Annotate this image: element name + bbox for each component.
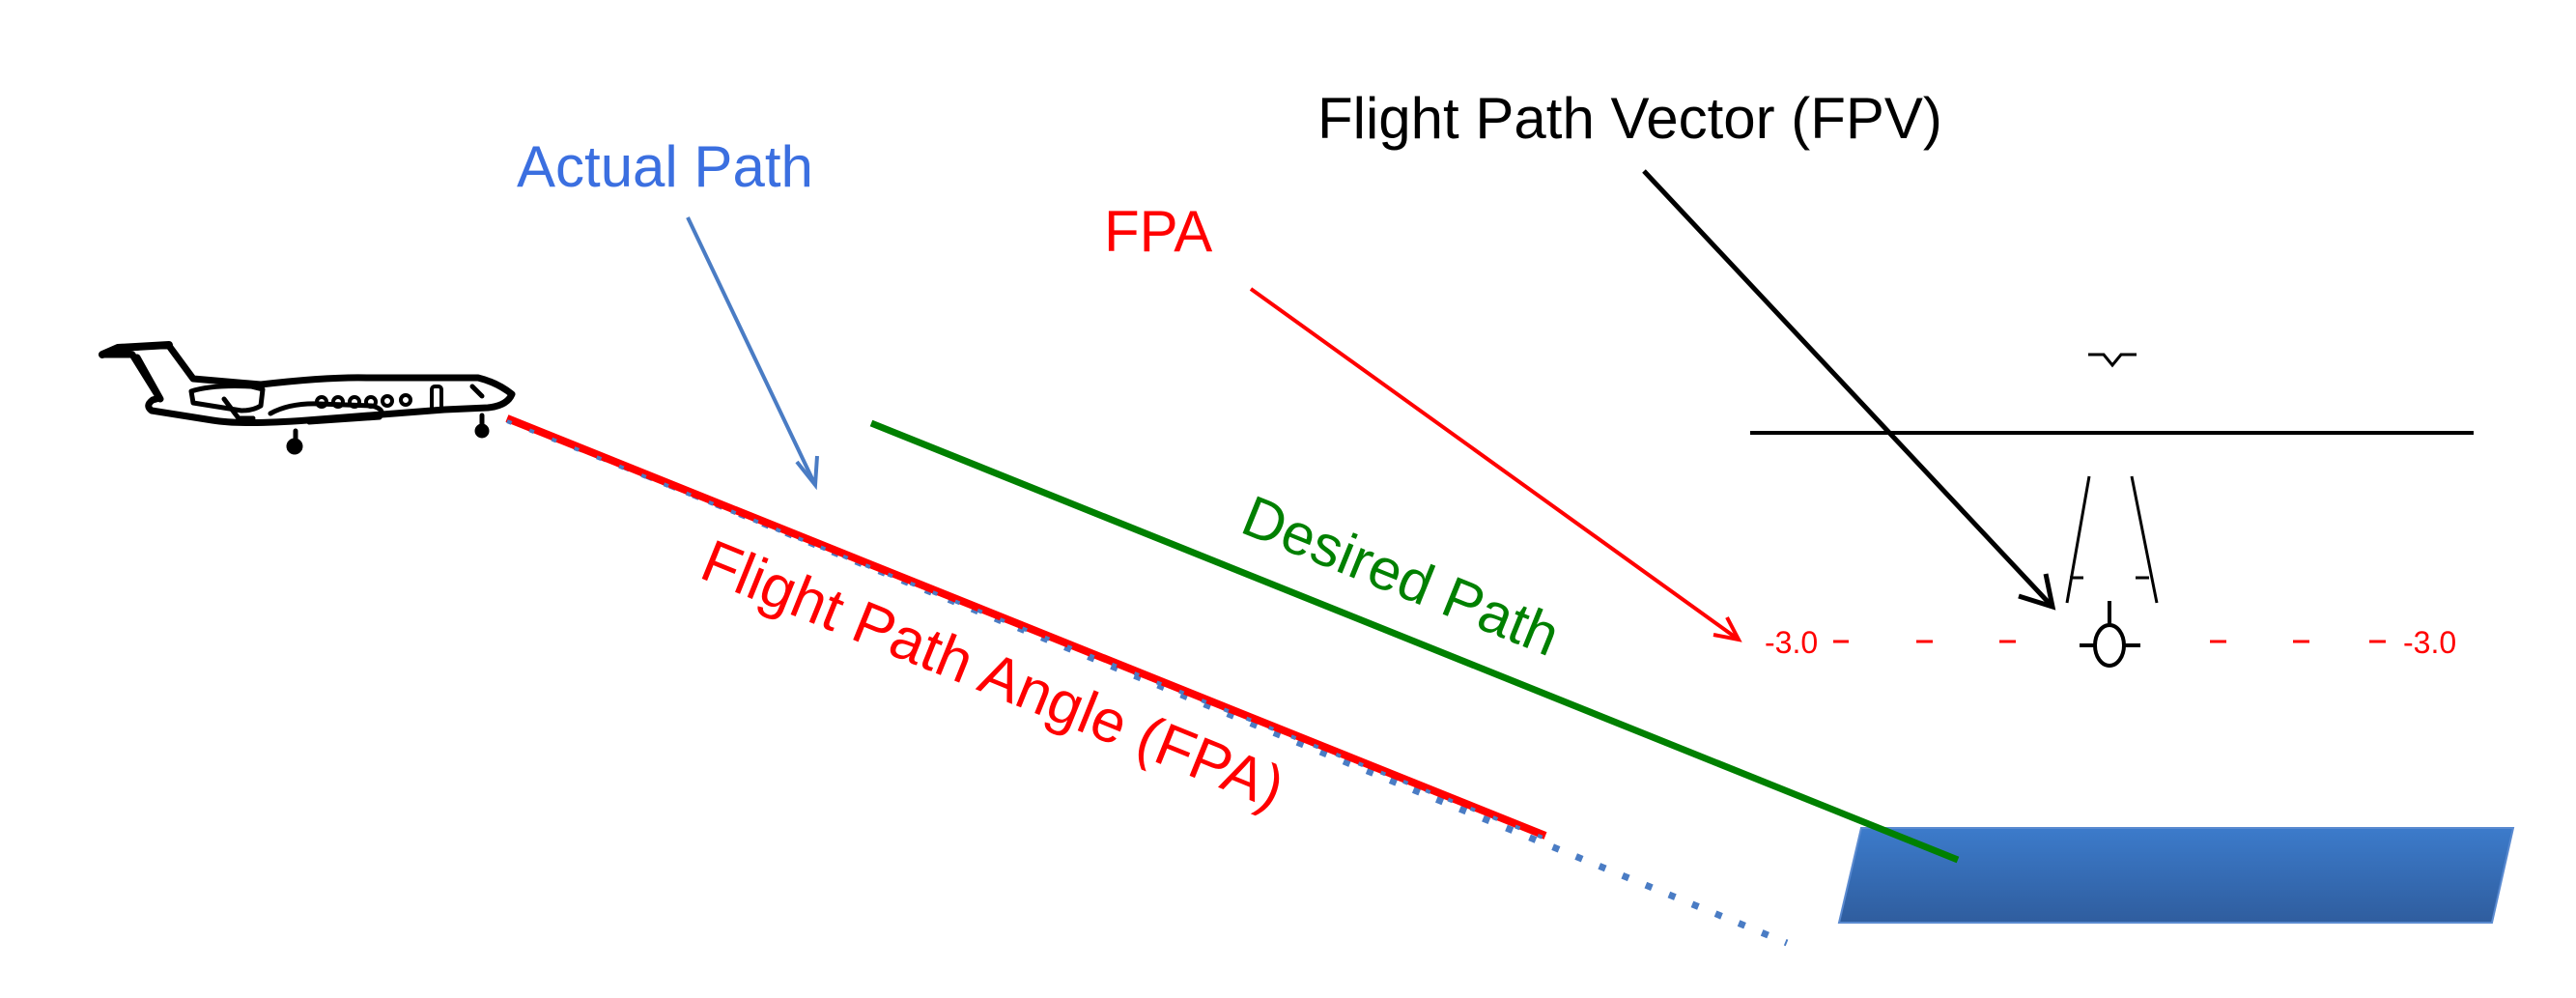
hud-symbology [1750, 353, 2474, 668]
pitch-label-left: -3.0 [1765, 625, 1818, 660]
fpa-label: FPA [1104, 199, 1212, 264]
flight-path-vector-symbol [2080, 601, 2140, 668]
fpv-label: Flight Path Vector (FPV) [1317, 86, 1942, 151]
flight-path-angle-label: Flight Path Angle (FPA) [693, 528, 1293, 822]
pitch-label-right: -3.0 [2403, 625, 2456, 660]
fpa-pointer-arrow [1249, 287, 1742, 642]
actual-path-overlay-dots [506, 419, 1546, 841]
runway-edge-right [2130, 475, 2159, 604]
actual-path-pointer-arrow [686, 216, 819, 491]
desired-path-label: Desired Path [1233, 483, 1569, 669]
flight-path-angle-line [505, 414, 1547, 840]
fpv-pointer-arrow [1642, 169, 2056, 611]
runway [1837, 827, 2515, 924]
desired-path-line [869, 419, 1960, 864]
heading-caret-icon [2088, 353, 2137, 368]
actual-path-label: Actual Path [517, 134, 813, 199]
runway-edge-left [2065, 475, 2091, 604]
airplane-icon [99, 341, 516, 455]
